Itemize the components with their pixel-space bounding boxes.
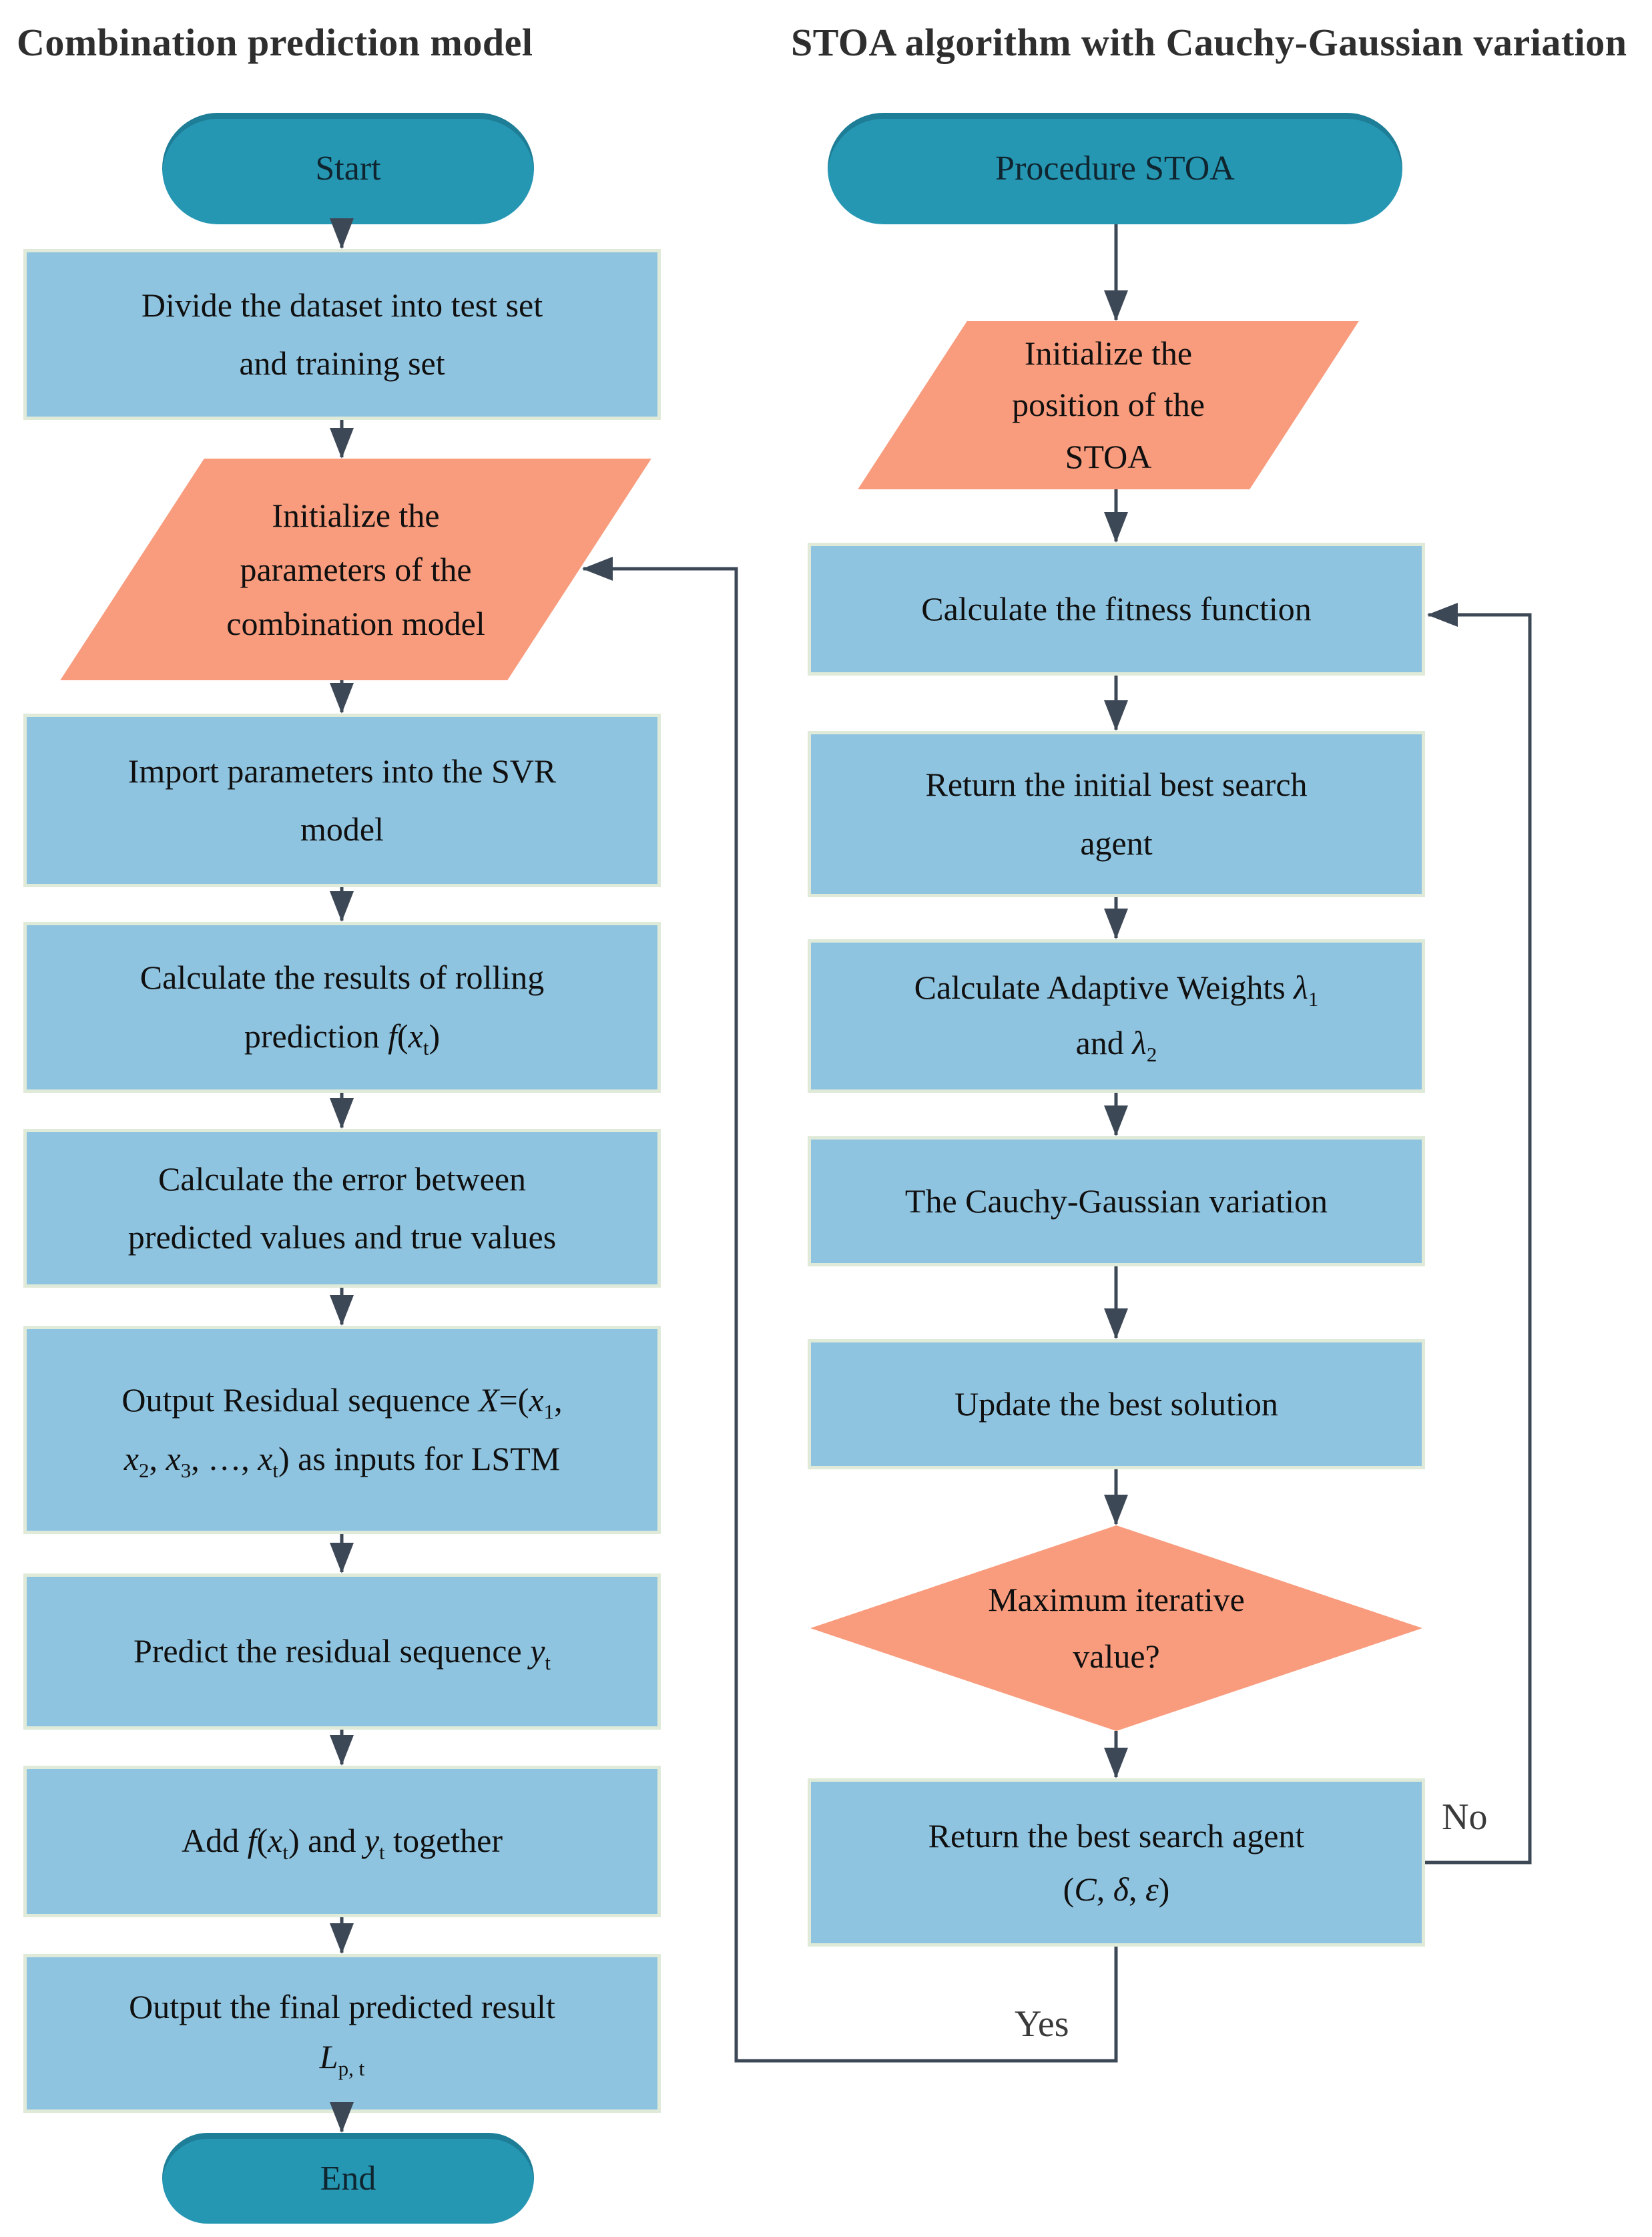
node-predict-residual: Predict the residual sequence yt — [23, 1573, 661, 1730]
node-update-best-label: Update the best solution — [954, 1385, 1278, 1423]
node-best-agent-return-label: Return the best search agent(C, δ, ε) — [928, 1817, 1305, 1908]
node-procedure-stoa: Procedure STOA — [828, 113, 1402, 224]
node-cauchy-gaussian: The Cauchy-Gaussian variation — [808, 1136, 1425, 1266]
node-update-best: Update the best solution — [808, 1339, 1425, 1469]
loop-no — [1425, 603, 1532, 1865]
left-column-title: Combination prediction model — [17, 21, 533, 64]
node-end: End — [162, 2133, 534, 2224]
yes-branch-label: Yes — [1015, 2003, 1069, 2045]
node-procedure-stoa-label: Procedure STOA — [995, 150, 1235, 188]
node-residual-output-label: Output Residual sequence X=(x1,x2, x3, …… — [121, 1381, 563, 1482]
node-predict-residual-label: Predict the residual sequence yt — [133, 1632, 551, 1674]
node-end-label: End — [320, 2159, 376, 2198]
node-residual-output: Output Residual sequence X=(x1,x2, x3, …… — [23, 1326, 661, 1534]
node-best-agent-return: Return the best search agent(C, δ, ε) — [808, 1778, 1425, 1947]
node-add-together: Add f(xt) and yt together — [23, 1766, 661, 1917]
node-start: Start — [162, 113, 534, 224]
node-fitness: Calculate the fitness function — [808, 543, 1425, 676]
node-fitness-label: Calculate the fitness function — [921, 589, 1312, 628]
node-cauchy-gaussian-label: The Cauchy-Gaussian variation — [904, 1182, 1328, 1220]
node-add-together-label: Add f(xt) and yt together — [182, 1822, 503, 1865]
node-start-label: Start — [315, 150, 381, 188]
right-column-title: STOA algorithm with Cauchy-Gaussian vari… — [791, 21, 1627, 64]
no-branch-label: No — [1442, 1796, 1488, 1838]
